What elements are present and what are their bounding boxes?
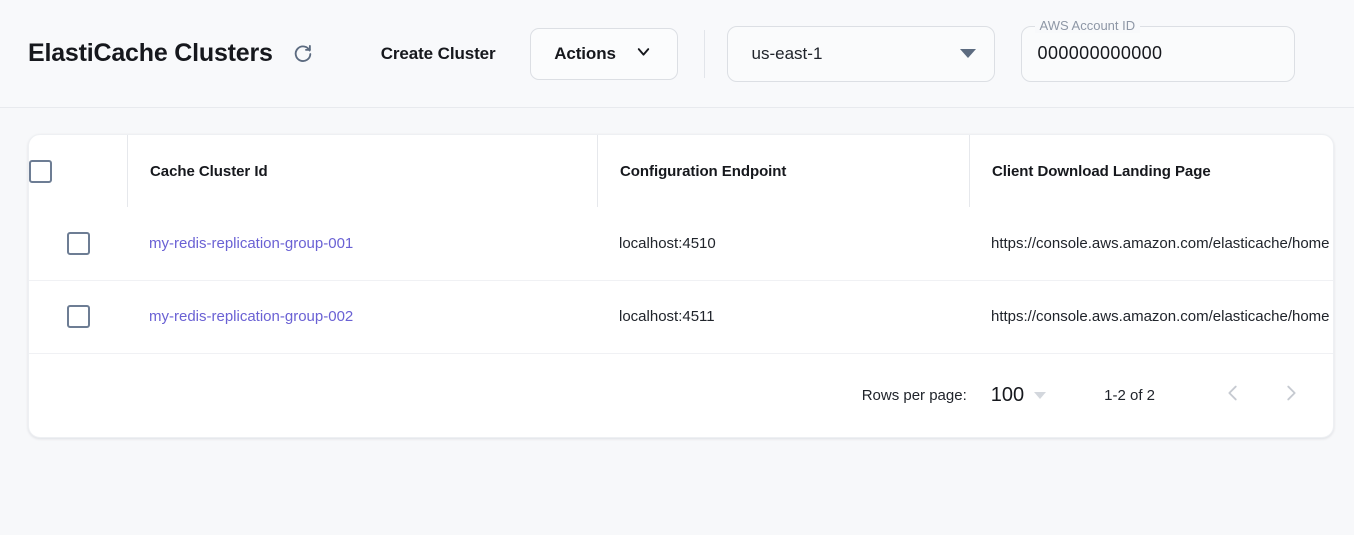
- chevron-left-icon: [1222, 382, 1244, 409]
- page-title: ElastiCache Clusters: [28, 39, 273, 67]
- rows-per-page-select[interactable]: 100: [990, 384, 1047, 407]
- aws-account-id-value: 000000000000: [1037, 43, 1163, 63]
- table-header: Cache Cluster Id Configuration Endpoint …: [29, 135, 1333, 207]
- chevron-right-icon: [1280, 382, 1302, 409]
- create-cluster-button[interactable]: Create Cluster: [380, 43, 496, 63]
- column-header-configuration-endpoint[interactable]: Configuration Endpoint: [597, 135, 969, 207]
- cell-configuration-endpoint: localhost:4510: [597, 207, 969, 280]
- landing-page-value: https://console.aws.amazon.com/elasticac…: [991, 234, 1330, 252]
- refresh-icon[interactable]: [287, 38, 319, 70]
- cell-cache-cluster-id: my-redis-replication-group-001: [127, 207, 597, 280]
- column-header-client-download-landing-page[interactable]: Client Download Landing Page: [969, 135, 1333, 207]
- table-body: my-redis-replication-group-001 localhost…: [29, 207, 1333, 353]
- table-row: my-redis-replication-group-001 localhost…: [29, 207, 1333, 280]
- row-select-cell: [29, 207, 127, 280]
- cell-client-download-landing-page: https://console.aws.amazon.com/elasticac…: [969, 279, 1333, 353]
- configuration-endpoint-value: localhost:4511: [619, 308, 715, 326]
- actions-button[interactable]: Actions: [529, 27, 678, 80]
- app-header: ElastiCache Clusters Create Cluster Acti…: [0, 0, 1354, 108]
- column-header-label: Client Download Landing Page: [969, 135, 1333, 207]
- column-header-label: Configuration Endpoint: [597, 135, 969, 207]
- aws-account-id-label: AWS Account ID: [1034, 17, 1141, 33]
- region-select-value: us-east-1: [751, 43, 823, 63]
- previous-page-button[interactable]: [1211, 374, 1255, 418]
- caret-down-icon: [959, 49, 976, 58]
- cluster-id-link[interactable]: my-redis-replication-group-001: [149, 234, 354, 252]
- cell-client-download-landing-page: https://console.aws.amazon.com/elasticac…: [969, 207, 1333, 280]
- next-page-button[interactable]: [1269, 374, 1313, 418]
- row-checkbox[interactable]: [67, 305, 90, 329]
- cluster-id-link[interactable]: my-redis-replication-group-002: [149, 308, 354, 326]
- rows-per-page-value: 100: [990, 384, 1025, 406]
- column-header-cache-cluster-id[interactable]: Cache Cluster Id: [127, 135, 597, 207]
- pagination-range: 1-2 of 2: [1104, 387, 1155, 404]
- clusters-card: Cache Cluster Id Configuration Endpoint …: [28, 134, 1334, 438]
- aws-account-id-field[interactable]: AWS Account ID 000000000000: [1020, 17, 1295, 82]
- pagination-bar: Rows per page: 100 1-2 of 2: [29, 353, 1333, 437]
- region-select[interactable]: us-east-1: [726, 25, 995, 82]
- table-header-row: Cache Cluster Id Configuration Endpoint …: [29, 135, 1333, 207]
- row-select-cell: [29, 279, 127, 353]
- row-checkbox[interactable]: [67, 231, 90, 255]
- header-divider: [703, 29, 705, 78]
- cell-cache-cluster-id: my-redis-replication-group-002: [127, 279, 597, 353]
- clusters-table: Cache Cluster Id Configuration Endpoint …: [29, 135, 1333, 353]
- select-all-checkbox[interactable]: [29, 159, 52, 183]
- actions-button-label: Actions: [554, 43, 616, 63]
- table-row: my-redis-replication-group-002 localhost…: [29, 279, 1333, 353]
- select-all-cell: [29, 135, 127, 207]
- rows-per-page-label: Rows per page:: [861, 387, 967, 404]
- caret-down-icon: [1034, 392, 1047, 399]
- landing-page-value: https://console.aws.amazon.com/elasticac…: [991, 308, 1330, 326]
- main-content: Cache Cluster Id Configuration Endpoint …: [0, 108, 1354, 438]
- chevron-down-icon: [634, 42, 653, 66]
- configuration-endpoint-value: localhost:4510: [619, 234, 716, 252]
- cell-configuration-endpoint: localhost:4511: [597, 279, 969, 353]
- column-header-label: Cache Cluster Id: [127, 135, 597, 207]
